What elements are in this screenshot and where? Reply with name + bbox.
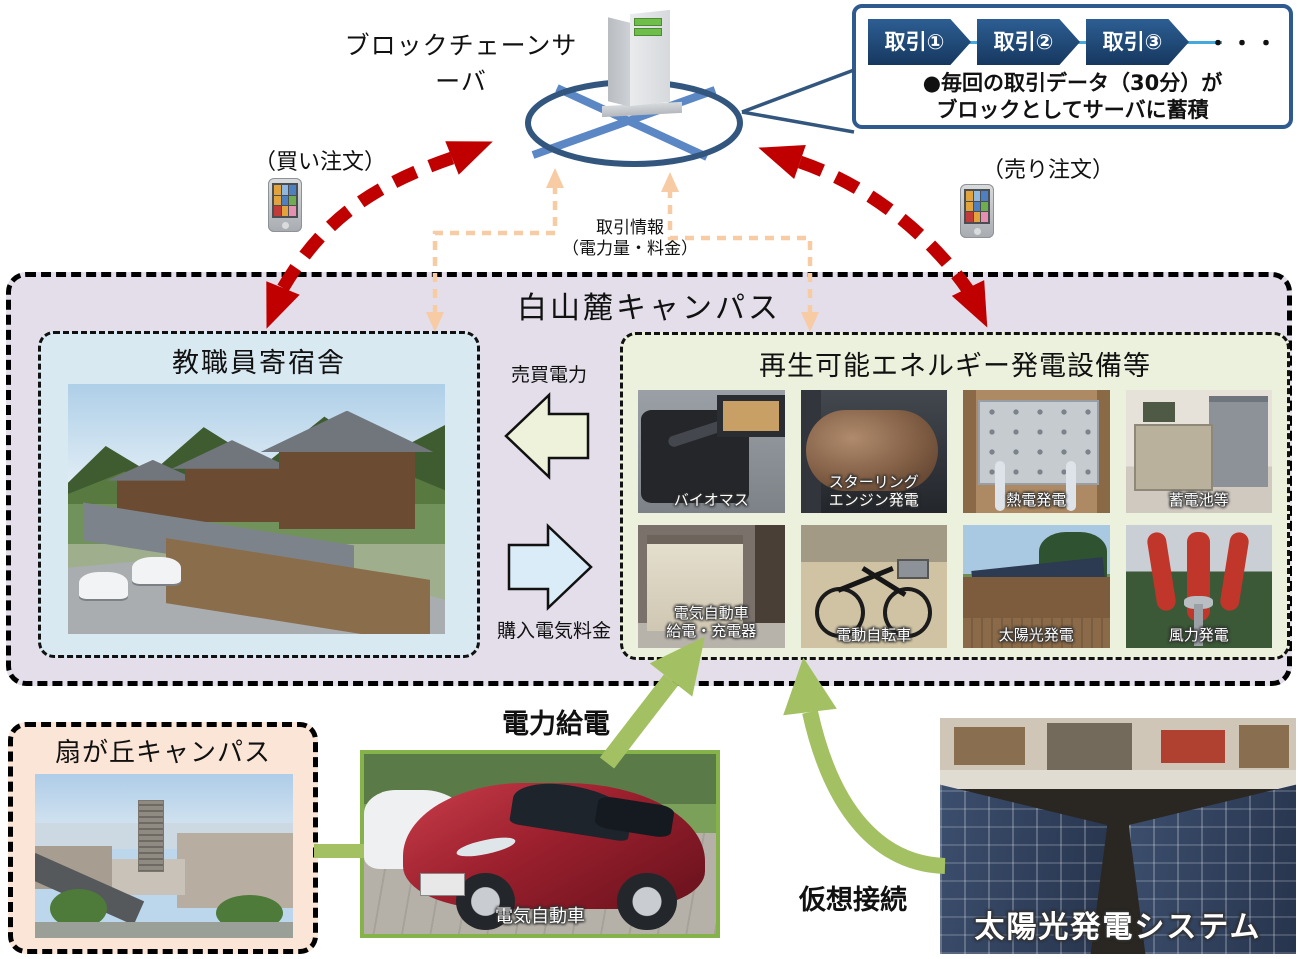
equipment-title: 再生可能エネルギー発電設備等 <box>759 351 1151 382</box>
equipment-photo-storage-battery: 蓄電池等 <box>1125 390 1272 513</box>
dormitory-title: 教職員寄宿舎 <box>172 348 346 379</box>
transaction-info-line1: 取引情報 <box>596 218 664 238</box>
equipment-caption: 電気自動車 給電・充電器 <box>666 604 757 640</box>
blockchain-note: ●毎回の取引データ（30分）が ブロックとしてサーバに蓄積 <box>856 70 1289 125</box>
ogigaoka-campus-photo <box>35 774 293 938</box>
buy-smartphone-icon <box>268 178 302 232</box>
solar-system-caption: 太陽光発電システム <box>974 910 1262 945</box>
sell-smartphone-icon <box>960 184 994 238</box>
sell-order-label: （売り注文） <box>981 158 1114 183</box>
blockchain-note-line2: ブロックとしてサーバに蓄積 <box>936 98 1209 123</box>
equipment-photo-ev-charger: 電気自動車 給電・充電器 <box>638 525 785 648</box>
equipment-photo-thermoelectric: 熱電発電 <box>963 390 1110 513</box>
equipment-caption: 太陽光発電 <box>998 626 1074 644</box>
equipment-caption: スターリング エンジン発電 <box>828 473 919 509</box>
block-transaction-3: 取引③ <box>1086 19 1189 65</box>
buy-order-label: （買い注文） <box>253 150 386 175</box>
power-supply-label: 電力給電 <box>502 709 610 740</box>
blockchain-server-label: ブロックチェーンサーバ <box>344 31 578 96</box>
ogigaoka-campus-title: 扇が丘キャンパス <box>54 738 271 768</box>
solar-system-photo: 太陽光発電システム <box>940 718 1296 954</box>
block-ellipsis: ・・・ <box>1207 32 1280 57</box>
server-icon <box>596 4 686 120</box>
equipment-photo-wind-power: 風力発電 <box>1125 525 1272 648</box>
electric-vehicle-photo: 電気自動車 <box>360 750 720 938</box>
blockchain-note-line1: ●毎回の取引データ（30分）が <box>922 71 1223 95</box>
trade-power-label: 売買電力 <box>510 364 587 386</box>
hakusanroku-campus-title: 白山麓キャンパス <box>517 291 781 326</box>
callout-lines <box>741 68 855 134</box>
purchase-fee-label: 購入電気料金 <box>496 620 611 642</box>
equipment-photo-biomass: バイオマス <box>638 390 785 513</box>
virtual-connection-label: 仮想接続 <box>799 885 907 916</box>
equipment-photo-solar-power: 太陽光発電 <box>963 525 1110 648</box>
blockchain-callout-box: 取引① 取引② 取引③ ・・・ ●毎回の取引データ（30分）が ブロックとしてサ… <box>852 4 1293 129</box>
transaction-info-line2: （電力量・料金） <box>562 239 698 260</box>
block-transaction-2: 取引② <box>977 19 1080 65</box>
dormitory-photo <box>68 384 445 634</box>
equipment-caption: 蓄電池等 <box>1168 491 1229 509</box>
equipment-photo-electric-bicycle: 電動自転車 <box>800 525 947 648</box>
transaction-info-label: 取引情報 （電力量・料金） <box>540 218 720 261</box>
equipment-photo-stirling-engine: スターリング エンジン発電 <box>800 390 947 513</box>
block-transaction-1: 取引① <box>868 19 971 65</box>
equipment-grid: バイオマス スターリング エンジン発電 熱電発電 蓄電池等 電気自動車 給電・充… <box>638 390 1272 648</box>
equipment-caption: 電動自転車 <box>836 626 912 644</box>
equipment-caption: 風力発電 <box>1168 626 1229 644</box>
equipment-caption: バイオマス <box>673 491 749 509</box>
ev-caption: 電気自動車 <box>495 906 585 928</box>
equipment-caption: 熱電発電 <box>1006 491 1067 509</box>
